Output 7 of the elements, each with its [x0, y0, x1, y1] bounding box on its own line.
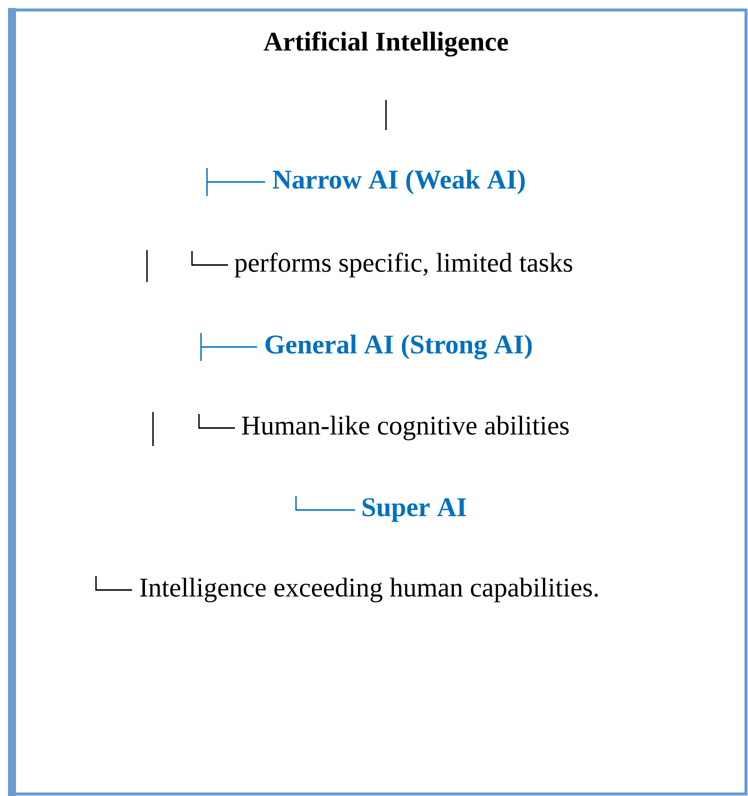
branch-description: Human-like cognitive abilities: [242, 416, 569, 440]
title: Artificial Intelligence: [264, 32, 508, 56]
branch-heading: Super AI: [362, 498, 466, 522]
branch-heading: Narrow AI (Weak AI): [272, 170, 525, 194]
branch-description: performs specific, limited tasks: [234, 252, 572, 278]
branch-description: Intelligence exceeding human capabilities.: [140, 578, 598, 602]
branch-heading: General AI (Strong AI): [266, 334, 532, 360]
